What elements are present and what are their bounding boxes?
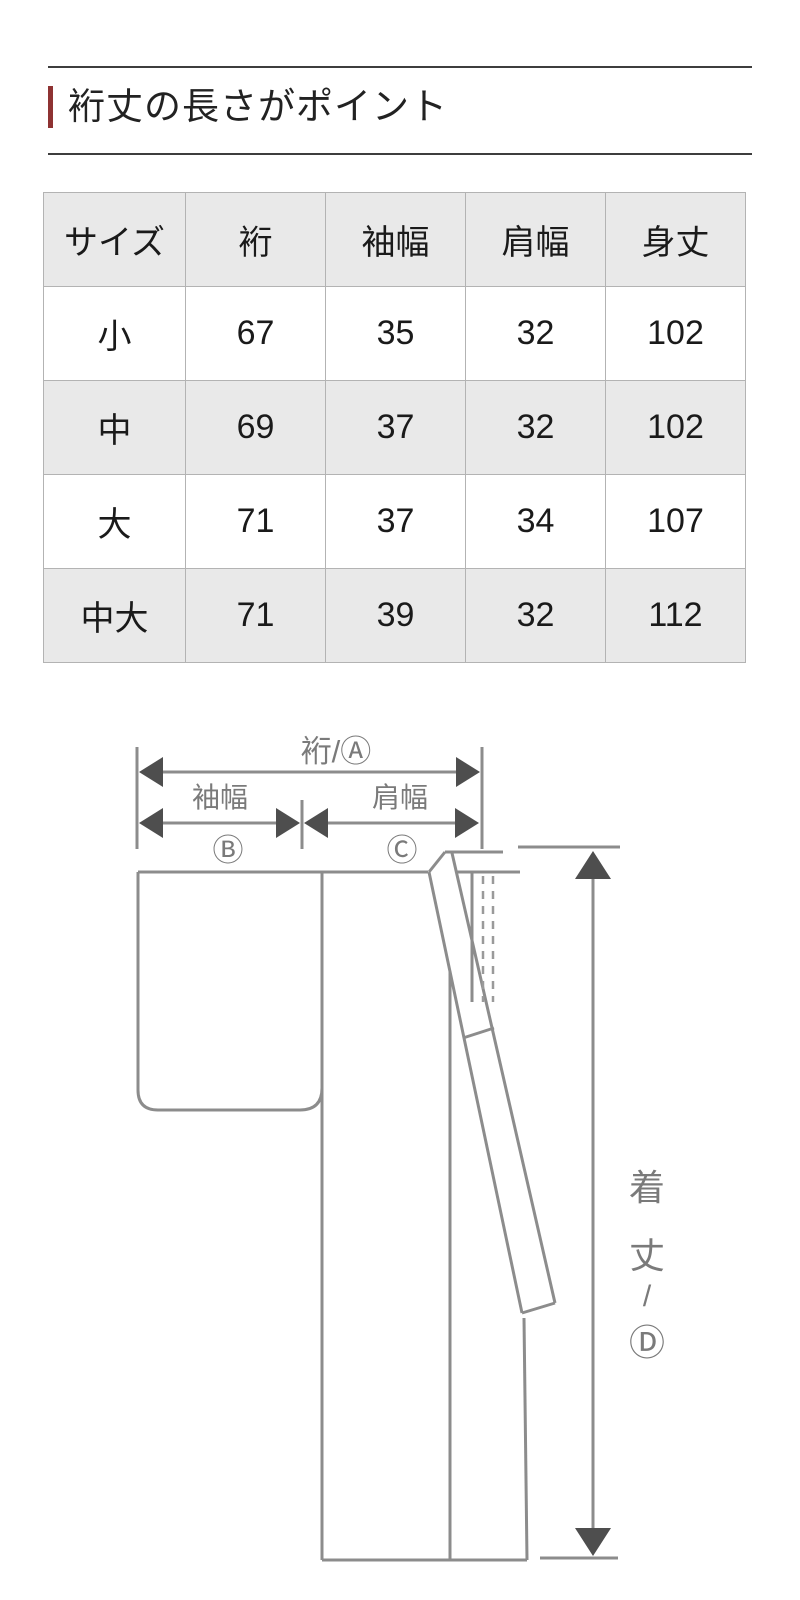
value-cell: 34 <box>465 474 606 569</box>
value-cell: 107 <box>605 474 746 569</box>
divider-bottom <box>48 153 752 155</box>
value-cell: 32 <box>465 380 606 475</box>
kimono-outline <box>136 870 529 1562</box>
table-row-large: 大 71 37 34 107 <box>43 474 746 569</box>
value-cell: 69 <box>185 380 326 475</box>
column-header-size: サイズ <box>43 192 186 287</box>
shoulder-width-arrow: 肩幅 Ⓒ <box>304 782 479 868</box>
column-header-shoulder-width: 肩幅 <box>465 192 606 287</box>
size-table: サイズ 裄 袖幅 肩幅 身丈 小 67 35 32 102 中 69 37 32… <box>43 192 746 663</box>
table-row-small: 小 67 35 32 102 <box>43 286 746 381</box>
collar <box>427 850 557 1315</box>
shoulder-width-mark: Ⓒ <box>387 833 418 868</box>
body-length-arrow: 着 丈 / Ⓓ <box>518 845 665 1560</box>
measurement-boundary-lines <box>135 747 484 849</box>
yuki-arrow: 裄/Ⓐ <box>139 734 480 787</box>
size-cell: 大 <box>43 474 186 569</box>
value-cell: 37 <box>325 474 466 569</box>
table-row-medium-large: 中大 71 39 32 112 <box>43 568 746 663</box>
value-cell: 71 <box>185 474 326 569</box>
value-cell: 32 <box>465 286 606 381</box>
value-cell: 112 <box>605 568 746 663</box>
value-cell: 39 <box>325 568 466 663</box>
value-cell: 32 <box>465 568 606 663</box>
value-cell: 35 <box>325 286 466 381</box>
body-length-label: 着 丈 / Ⓓ <box>629 1167 665 1363</box>
svg-text:Ⓓ: Ⓓ <box>629 1322 665 1363</box>
size-table-header-row: サイズ 裄 袖幅 肩幅 身丈 <box>43 192 746 287</box>
sleeve-width-mark: Ⓑ <box>213 833 244 868</box>
yuki-label: 裄/Ⓐ <box>301 734 372 769</box>
column-header-body-length: 身丈 <box>605 192 746 287</box>
kimono-measurement-diagram: 裄/Ⓐ 袖幅 Ⓑ 肩幅 Ⓒ <box>135 734 665 1562</box>
title-accent-bar <box>48 86 53 128</box>
svg-text:丈: 丈 <box>629 1235 665 1276</box>
svg-text:着: 着 <box>629 1167 665 1208</box>
value-cell: 37 <box>325 380 466 475</box>
value-cell: 102 <box>605 286 746 381</box>
section-title-row: 裄丈の長さがポイント <box>48 85 448 129</box>
column-header-sleeve-width: 袖幅 <box>325 192 466 287</box>
shoulder-width-label: 肩幅 <box>372 782 428 813</box>
svg-text:/: / <box>643 1280 652 1313</box>
page-title: 裄丈の長さがポイント <box>68 86 448 127</box>
sleeve-outline <box>136 872 324 1112</box>
size-cell: 小 <box>43 286 186 381</box>
sleeve-width-label: 袖幅 <box>192 782 248 813</box>
size-cell: 中大 <box>43 568 186 663</box>
value-cell: 102 <box>605 380 746 475</box>
value-cell: 67 <box>185 286 326 381</box>
value-cell: 71 <box>185 568 326 663</box>
column-header-yuki: 裄 <box>185 192 326 287</box>
size-cell: 中 <box>43 380 186 475</box>
divider-top <box>48 66 752 68</box>
sleeve-width-arrow: 袖幅 Ⓑ <box>139 782 300 868</box>
table-row-medium: 中 69 37 32 102 <box>43 380 746 475</box>
